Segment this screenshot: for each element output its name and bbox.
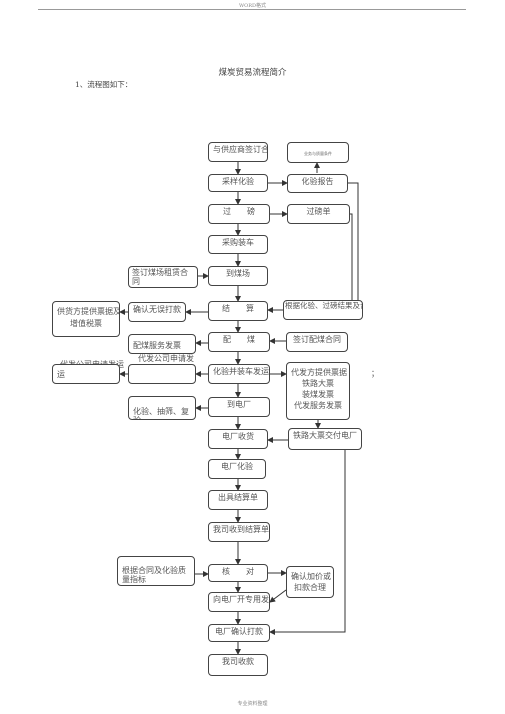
agent-apply-box-left: 运 <box>52 364 120 384</box>
header-divider <box>38 9 466 10</box>
agent-services-line1: 代发方提供票据 <box>291 368 347 377</box>
blend-invoice-box: 配煤服务发票 <box>128 334 196 354</box>
agent-apply-label: 代发公司申请发 <box>138 354 194 363</box>
flow-step-weighing: 过 磅 <box>208 204 270 224</box>
agent-apply-box-right <box>128 364 196 384</box>
flow-step-sign-contract: 与供应商签订合同 <box>208 142 268 162</box>
flow-step-plant-pay: 电厂确认打款 <box>208 624 270 642</box>
section-subtitle: 1、流程图如下： <box>75 80 133 89</box>
cooperation-terms-box: 业务与质量条件 <box>287 142 349 163</box>
semicolon-mark: ； <box>371 369 379 378</box>
supplier-invoice-line2: 增值税票 <box>70 319 102 328</box>
yard-lease-box: 签订煤场租赁合同 <box>128 266 198 288</box>
agent-services-line3: 装煤发票 <box>302 390 334 399</box>
assay-note-line2: 验 <box>133 416 191 419</box>
confirm-price-line1: 确认加价或 <box>291 572 331 581</box>
weigh-bill-box: 过磅单 <box>287 204 350 224</box>
confirm-payment-box: 确认无误打款 <box>128 302 186 322</box>
flow-step-receive-statement: 我司收到结算单 <box>208 522 270 542</box>
flow-step-issue-invoice: 向电厂开专用发票 <box>208 592 270 612</box>
flow-step-to-yard: 到煤场 <box>208 266 268 286</box>
flow-step-issue-statement: 出具结算单 <box>208 490 268 510</box>
flow-step-verify: 核 对 <box>208 564 268 582</box>
agent-services-line4: 代发服务发票 <box>294 401 342 410</box>
blend-contract-box: 签订配煤合同 <box>286 332 348 352</box>
assay-report-box: 化验报告 <box>287 174 348 193</box>
flow-step-sampling: 采样化验 <box>208 174 268 192</box>
agent-apply-yun: 运 <box>57 370 65 379</box>
flow-step-purchase-load: 采购装车 <box>208 235 268 254</box>
flow-step-plant-assay: 电厂化验 <box>208 459 266 479</box>
assay-note-box: 化验、抽筛、复 验 <box>128 396 196 420</box>
confirm-price-box: 确认加价或 扣款合理 <box>286 566 334 598</box>
settlement-basis-box: 根据化验、过磅结果及合同 <box>283 300 363 320</box>
flow-step-settlement: 结 算 <box>208 301 268 321</box>
agent-services-line2: 铁路大票 <box>302 379 334 388</box>
contract-assay-box: 根据合同及化验质量指标 <box>117 556 195 586</box>
agent-services-box: 代发方提供票据 铁路大票 装煤发票 代发服务发票 <box>286 362 350 420</box>
supplier-invoice-line1: 供货方提供票据及 <box>57 307 120 316</box>
page-footer: 专业资料整理 <box>237 701 268 707</box>
page-header: WORD格式 <box>238 3 266 9</box>
rail-ticket-box: 铁路大票交付电厂 <box>288 428 362 450</box>
confirm-price-line2: 扣款合理 <box>294 583 326 592</box>
flow-step-assay-ship: 化验并装车发运 <box>208 364 270 384</box>
flow-step-receive-payment: 我司收款 <box>208 654 268 676</box>
flow-step-to-plant: 到电厂 <box>208 397 270 417</box>
flow-step-plant-receive: 电厂收货 <box>208 429 268 449</box>
flow-step-blending: 配 煤 <box>208 332 270 352</box>
supplier-invoice-box: 供货方提供票据及 增值税票 <box>52 301 120 337</box>
page-title: 煤炭贸易流程简介 <box>218 68 287 78</box>
assay-note-line1: 化验、抽筛、复 <box>133 407 189 416</box>
